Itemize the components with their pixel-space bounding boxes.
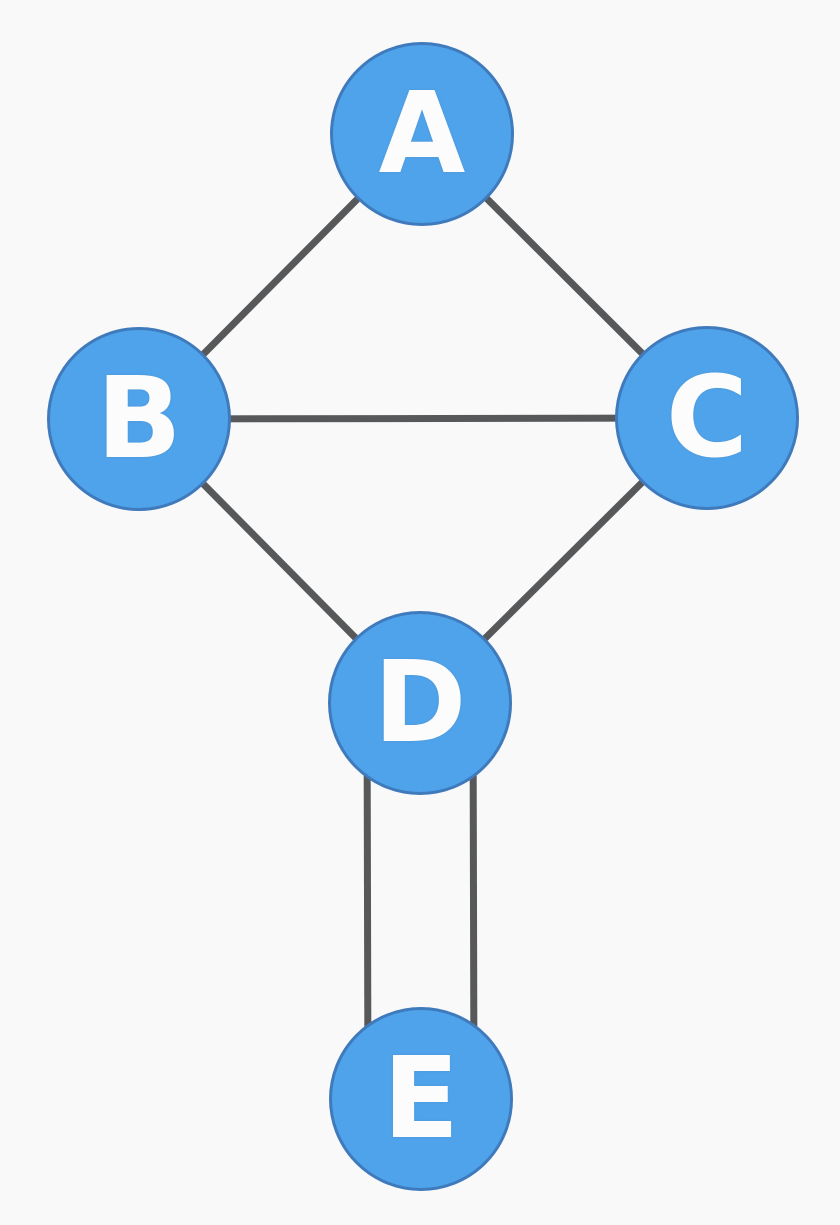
node-C: C bbox=[615, 326, 799, 510]
node-B: B bbox=[47, 327, 231, 511]
node-label-C: C bbox=[665, 353, 749, 483]
node-label-A: A bbox=[378, 69, 466, 199]
edge-B-C bbox=[138, 414, 708, 423]
node-A: A bbox=[330, 42, 514, 226]
node-label-B: B bbox=[96, 354, 182, 484]
node-label-E: E bbox=[382, 1034, 460, 1164]
node-label-D: D bbox=[373, 638, 467, 768]
node-D: D bbox=[328, 611, 512, 795]
node-E: E bbox=[329, 1007, 513, 1191]
